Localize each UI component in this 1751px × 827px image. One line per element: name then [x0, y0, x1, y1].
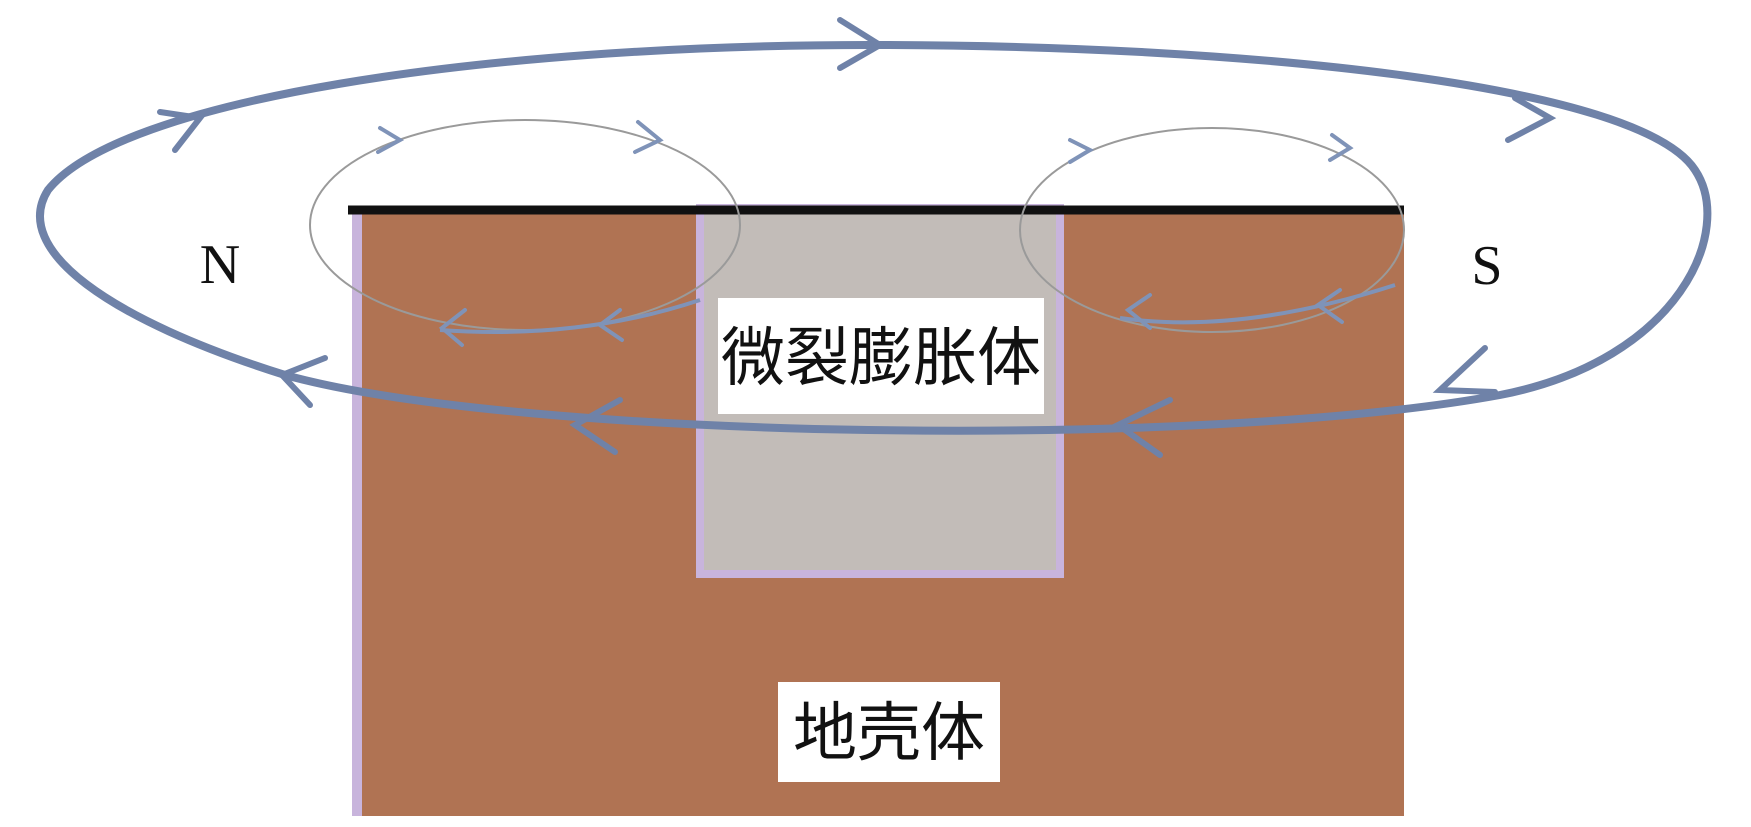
arrowhead-icon	[596, 308, 624, 342]
arrowhead-icon	[376, 126, 405, 154]
arrowhead-icon	[633, 120, 664, 154]
small-loop-left-lower-arc	[439, 298, 701, 334]
arrowhead-icon	[157, 109, 206, 153]
arrowhead-icon	[1505, 95, 1557, 143]
small-loop-right-lower-arc	[1119, 283, 1396, 325]
arrowhead-icon	[1328, 133, 1354, 162]
arrowhead-icon	[1314, 288, 1344, 324]
arrowhead-icon	[276, 355, 328, 408]
crust-label-box	[778, 682, 1000, 782]
arrowhead-icon	[438, 308, 467, 347]
arrowhead-icon	[1124, 293, 1152, 330]
north-pole-label: N	[200, 234, 240, 296]
arrowhead-icon	[1068, 138, 1095, 164]
micro-crack-label-box	[718, 298, 1044, 414]
small-field-loop-right	[1019, 127, 1405, 333]
arrowhead-icon	[1112, 397, 1173, 458]
arrowhead-icon	[1432, 345, 1498, 395]
arrowhead-icon	[837, 17, 886, 71]
arrowhead-icon	[569, 397, 623, 455]
crust-left-edge	[352, 212, 362, 816]
crust-label: 地壳体	[793, 697, 985, 771]
micro-crack-label: 微裂膨胀体	[721, 322, 1041, 396]
large-field-loop	[36, 40, 1712, 435]
south-pole-label: S	[1471, 235, 1502, 297]
